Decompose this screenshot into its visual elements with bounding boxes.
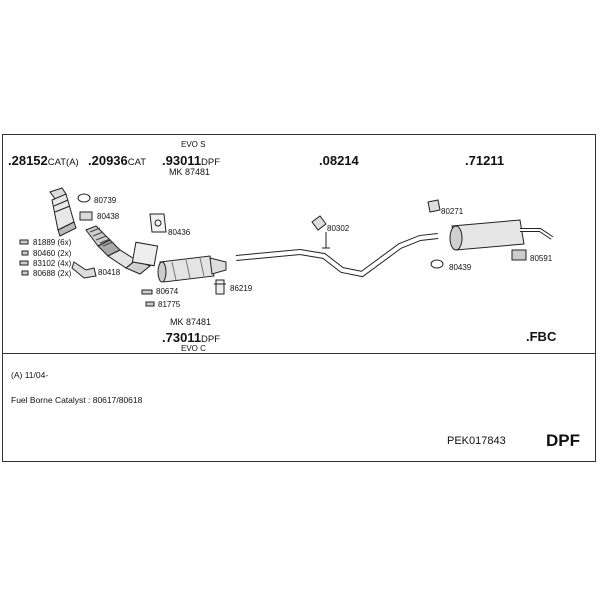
evo-c-label: EVO C xyxy=(181,344,206,353)
hanger-80302-drawing xyxy=(311,215,327,231)
clamp-81775-drawing xyxy=(145,301,155,307)
part-08214: .08214 xyxy=(319,153,359,168)
bracket-80438-drawing xyxy=(79,211,93,221)
fbc-label: .FBC xyxy=(526,329,557,344)
callout-80418: 80418 xyxy=(98,268,121,277)
bracket-80418-drawing xyxy=(71,261,97,279)
callout-80688: 80688 (2x) xyxy=(33,269,72,278)
clamp-80674-drawing xyxy=(141,289,153,295)
evo-s-label: EVO S xyxy=(181,140,206,149)
part-73011: .73011DPF xyxy=(162,330,221,345)
gasket-80271-drawing xyxy=(427,199,441,213)
notes-divider xyxy=(3,353,595,354)
catalyst-28152-drawing xyxy=(49,187,77,237)
muffler-71211-drawing xyxy=(449,219,554,251)
kit-type: DPF xyxy=(546,431,580,450)
hanger-80591-drawing xyxy=(511,249,527,261)
catalyst-20936-drawing xyxy=(85,225,159,275)
mk-bottom-label: MK 87481 xyxy=(170,317,212,327)
part-93011: .93011DPF xyxy=(162,153,221,168)
part-28152: .28152CAT(A) xyxy=(8,153,79,168)
gasket-80436-drawing xyxy=(149,213,167,233)
callout-80271: 80271 xyxy=(441,207,464,216)
validity-note: (A) 11/04- xyxy=(11,370,49,380)
callout-80674: 80674 xyxy=(156,287,179,296)
clamp-86219-drawing xyxy=(214,279,226,295)
dpf-93011-drawing xyxy=(157,255,227,283)
screws-left-drawing xyxy=(19,239,29,276)
callout-80439: 80439 xyxy=(449,263,472,272)
callout-80436: 80436 xyxy=(168,228,191,237)
pipe-08214-drawing xyxy=(235,232,439,278)
callout-86219: 86219 xyxy=(230,284,253,293)
callout-80739: 80739 xyxy=(94,196,117,205)
diagram-frame xyxy=(2,134,596,462)
ring-80739-drawing xyxy=(77,193,91,203)
callout-80460: 80460 (2x) xyxy=(33,249,72,258)
fuel-borne-note: Fuel Borne Catalyst : 80617/80618 xyxy=(11,395,143,405)
mk-top-label: MK 87481 xyxy=(169,167,211,177)
callout-80591: 80591 xyxy=(530,254,553,263)
callout-80438: 80438 xyxy=(97,212,120,221)
callout-83102: 83102 (4x) xyxy=(33,259,72,268)
clamp-80439-drawing xyxy=(430,259,444,269)
callout-80302: 80302 xyxy=(327,224,350,233)
kit-code: PEK017843 xyxy=(447,435,506,447)
callout-81889: 81889 (6x) xyxy=(33,238,72,247)
part-20936: .20936CAT xyxy=(88,153,147,168)
callout-81775: 81775 xyxy=(158,300,181,309)
part-71211: .71211 xyxy=(465,153,505,168)
